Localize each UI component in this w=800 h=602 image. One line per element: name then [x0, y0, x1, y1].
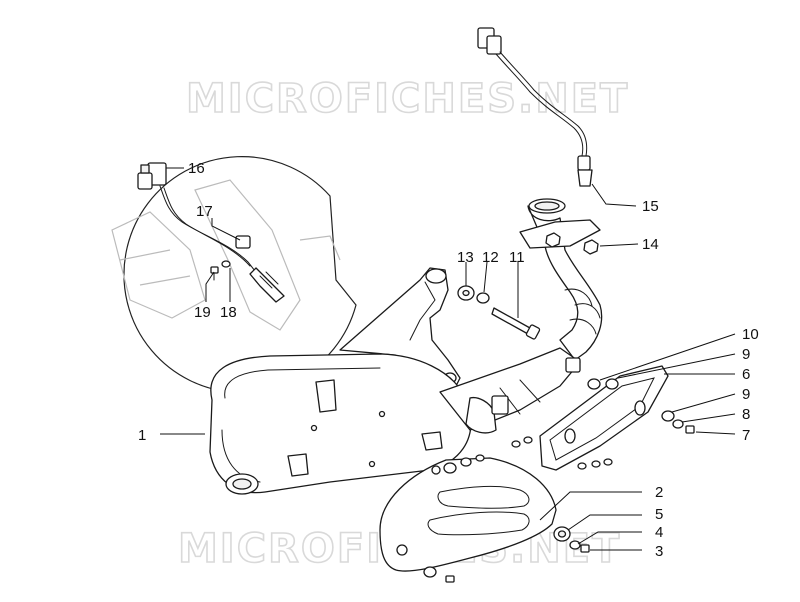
callout-13: 13: [457, 249, 474, 266]
muffler-guard-2: [379, 457, 557, 572]
oxygen-sensor-17: [235, 235, 285, 303]
washer-9a: [605, 378, 619, 390]
flange-nut-14b: [545, 232, 561, 248]
callout-9-lower: 9: [742, 386, 750, 403]
callout-7: 7: [742, 427, 750, 444]
washer-9b: [661, 410, 675, 422]
washer-12: [476, 292, 490, 304]
screw-3: [580, 544, 590, 553]
oxygen-sensor-15: [477, 27, 593, 187]
callout-16: 16: [188, 160, 205, 177]
callout-labels: 1 2 3 4 5 6 7 8 9 9 10 11 12 13 14 15 16…: [138, 160, 759, 560]
bolt-11: [491, 307, 541, 340]
callout-10: 10: [742, 326, 759, 343]
callout-6: 6: [742, 366, 750, 383]
callout-17: 17: [196, 203, 213, 220]
muffler-1: [209, 267, 581, 495]
callout-12: 12: [482, 249, 499, 266]
callout-14: 14: [642, 236, 659, 253]
washer-4: [569, 540, 581, 550]
callout-2: 2: [655, 484, 663, 501]
spacer-13: [457, 285, 475, 301]
washer-10: [587, 378, 601, 390]
oxygen-sensor-connector-16: [137, 162, 167, 190]
screw-7: [685, 425, 695, 434]
screw-19: [210, 266, 219, 281]
callout-1: 1: [138, 427, 146, 444]
exhaust-header-pipe: [519, 198, 603, 361]
callout-11: 11: [509, 249, 525, 266]
watermark-top: MICROFICHES.NET: [186, 76, 629, 122]
washer-18: [221, 260, 231, 268]
callout-4: 4: [655, 524, 663, 541]
callout-5: 5: [655, 506, 663, 523]
detail-inset: [111, 156, 357, 394]
hardware-set: [423, 436, 613, 583]
callout-3: 3: [655, 543, 663, 560]
callout-19: 19: [194, 304, 211, 321]
callout-15: 15: [642, 198, 659, 215]
callout-18: 18: [220, 304, 237, 321]
heat-shield-6: [539, 365, 669, 471]
leader-lines: [160, 167, 736, 551]
washer-8: [672, 419, 684, 429]
callout-8: 8: [742, 406, 750, 423]
bushing-5: [553, 526, 571, 542]
callout-9-upper: 9: [742, 346, 750, 363]
flange-nut-14a: [583, 239, 599, 255]
